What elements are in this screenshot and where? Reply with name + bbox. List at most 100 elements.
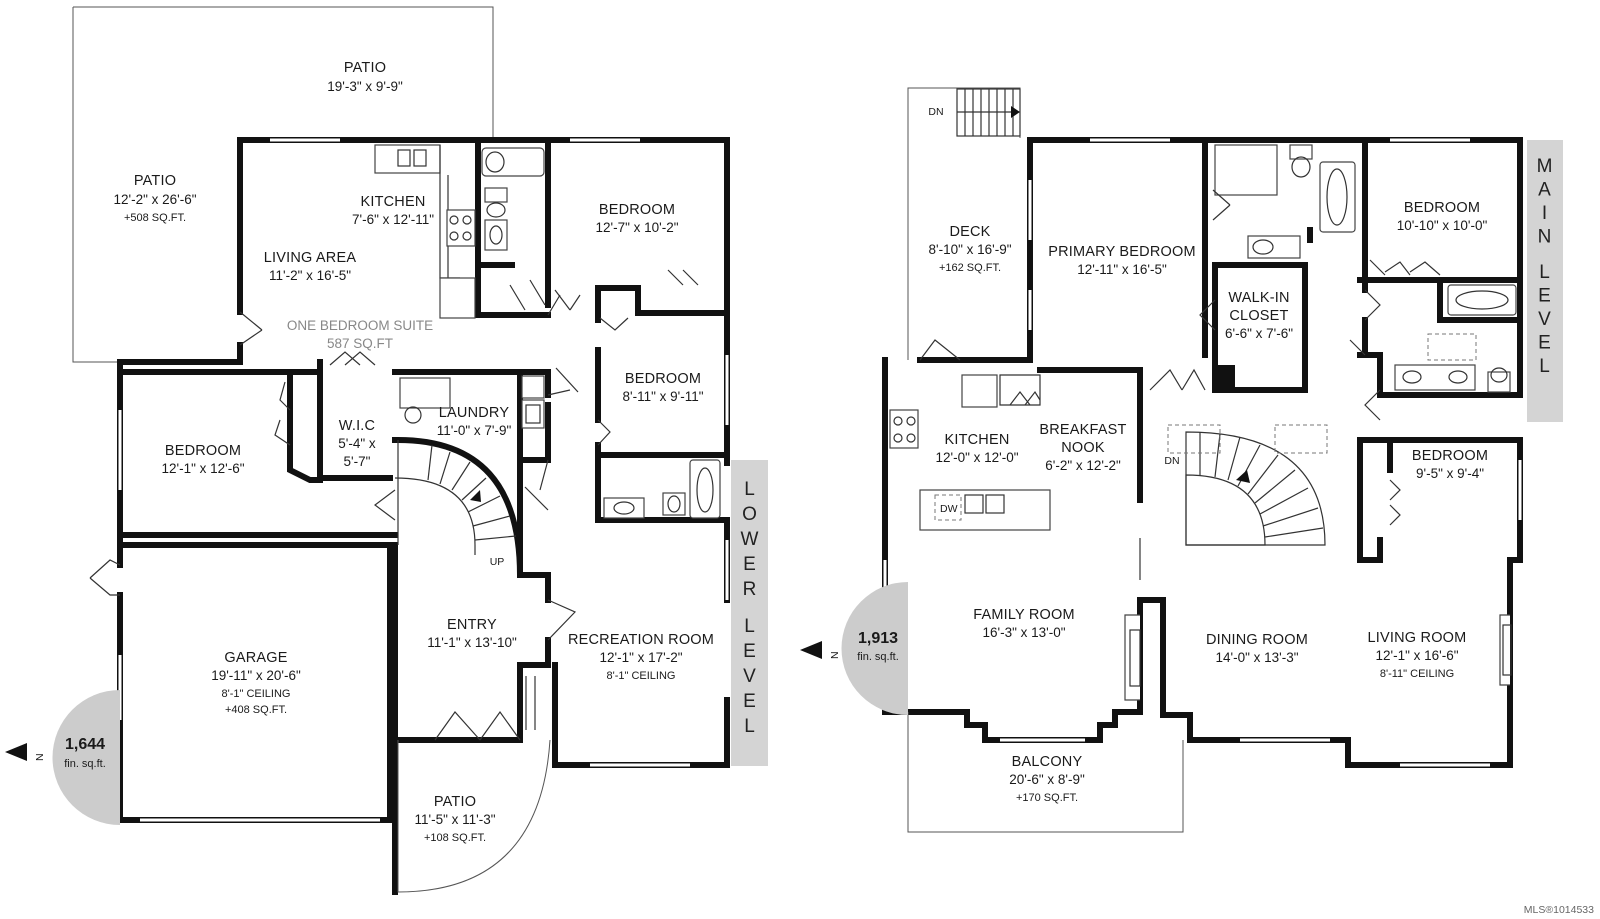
main-outer-walls (882, 137, 1523, 768)
wic-dims: 5'-4" x (338, 436, 376, 451)
laundry-name: LAUNDRY (439, 405, 510, 421)
garage-dims: 19'-11" x 20'-6" (211, 668, 301, 683)
toilet-lower (662, 492, 686, 516)
recreation-room-name: RECREATION ROOM (568, 632, 714, 648)
patio-left-name: PATIO (134, 173, 176, 189)
bedroom-3-name: BEDROOM (165, 443, 241, 459)
lower-level-letter: E (743, 554, 757, 575)
main-level-letter: N (1538, 227, 1553, 248)
entry-name: ENTRY (447, 617, 497, 633)
lower-level-banner (731, 460, 768, 766)
patio-bottom-name: PATIO (434, 794, 476, 810)
patio-top-dims: 19'-3" x 9'-9" (327, 79, 403, 94)
main-stair-arrow (1236, 470, 1250, 483)
main-compass: N 1,913 fin. sq.ft. (800, 582, 908, 715)
mls-number: MLS®1014533 (1524, 904, 1594, 916)
breakfast-nook-name: BREAKFAST (1039, 422, 1126, 438)
main-level-banner (1527, 140, 1563, 422)
lower-sqft-unit: fin. sq.ft. (64, 758, 106, 770)
main-level-letter: A (1538, 180, 1552, 201)
fireplace-family (1124, 614, 1140, 701)
lower-north-label: N (34, 753, 46, 761)
bathtub-upper-right (1447, 284, 1517, 316)
kitchen-sink (374, 144, 441, 174)
main-level-letter: I (1542, 203, 1548, 224)
bedroom-3-dims: 12'-1" x 12'-6" (161, 461, 244, 476)
interior-walls-main (1037, 137, 1523, 563)
bathtub-lower (689, 459, 721, 519)
walk-in-closet-name-2: CLOSET (1229, 308, 1288, 324)
walk-in-closet-dims: 6'-6" x 7'-6" (1225, 326, 1293, 341)
lower-level-letter: E (743, 691, 757, 712)
lower-level-letter: O (742, 504, 758, 525)
living-area-name: LIVING AREA (264, 250, 357, 266)
main-column (1215, 365, 1235, 392)
main-stair (1167, 424, 1328, 546)
suite-area: 587 SQ.FT (327, 336, 393, 351)
wic-dims-2: 5'-7" (344, 454, 371, 469)
main-level-letter: L (1539, 262, 1551, 283)
lower-level-letter: E (743, 641, 757, 662)
walk-in-closet-name: WALK-IN (1228, 290, 1289, 306)
bedroom-1-dims: 12'-7" x 10'-2" (595, 220, 678, 235)
suite-name: ONE BEDROOM SUITE (287, 318, 433, 333)
breakfast-nook-name-2: NOOK (1061, 440, 1105, 456)
deck-name: DECK (949, 224, 990, 240)
bedroom-a-name: BEDROOM (1404, 200, 1480, 216)
entry-dims: 11'-1" x 13'-10" (427, 635, 517, 650)
lower-room-labels: PATIO 19'-3" x 9'-9" PATIO 12'-2" x 26'-… (113, 60, 714, 844)
deck-dims: 8'-10" x 16'-9" (928, 242, 1011, 257)
bedroom-b-name: BEDROOM (1412, 448, 1488, 464)
main-north-arrow-icon (800, 641, 822, 659)
kitchen-island (919, 489, 1051, 531)
lower-stair-arrow (470, 490, 481, 502)
family-room-name: FAMILY ROOM (973, 607, 1075, 623)
dishwasher-label: DW (940, 503, 958, 515)
living-room-name: LIVING ROOM (1368, 630, 1467, 646)
balcony-area: +170 SQ.FT. (1016, 792, 1078, 804)
living-area-dims: 11'-2" x 16'-5" (269, 268, 351, 283)
main-compass-disc (841, 582, 908, 715)
main-room-labels: DN DECK 8'-10" x 16'-9" +162 SQ.FT. PRIM… (928, 106, 1488, 804)
patio-left-area: +508 SQ.FT. (124, 212, 186, 224)
balcony-name: BALCONY (1012, 754, 1083, 770)
patio-bottom-area: +108 SQ.FT. (424, 832, 486, 844)
recreation-room-dims: 12'-1" x 17'-2" (599, 650, 682, 665)
main-level-letter: M (1537, 156, 1554, 177)
living-room-dims: 12'-1" x 16'-6" (1375, 648, 1458, 663)
lower-level-letter: L (744, 479, 756, 500)
deck-area: +162 SQ.FT. (939, 262, 1001, 274)
living-room-ceiling: 8'-11" CEILING (1380, 668, 1454, 680)
patio-left-dims: 12'-2" x 26'-6" (113, 192, 196, 207)
lower-level-letter: V (743, 666, 757, 687)
dining-room-name: DINING ROOM (1206, 632, 1308, 648)
bedroom-b-dims: 9'-5" x 9'-4" (1416, 466, 1484, 481)
lower-stair-wall (392, 437, 524, 579)
bedroom-2-name: BEDROOM (625, 371, 701, 387)
cooktop (889, 409, 919, 449)
balcony-outline (907, 712, 1184, 833)
bathtub-suite (481, 147, 545, 177)
main-north-label: N (829, 651, 841, 659)
breakfast-nook-dims: 6'-2" x 12'-2" (1045, 458, 1121, 473)
lower-compass: N 1,644 fin. sq.ft. (5, 690, 120, 825)
lower-level-letter: W (741, 529, 760, 550)
bedroom-1-name: BEDROOM (599, 202, 675, 218)
main-level-letter: V (1538, 309, 1552, 330)
lower-level-letter: R (743, 579, 758, 600)
main-sqft-unit: fin. sq.ft. (857, 651, 899, 663)
primary-bedroom-dims: 12'-11" x 16'-5" (1077, 262, 1167, 277)
kitchen-dims: 7'-6" x 12'-11" (352, 212, 434, 227)
laundry-dims: 11'-0" x 7'-9" (437, 423, 512, 438)
bedroom-2-dims: 8'-11" x 9'-11" (622, 389, 703, 404)
kitchen-name: KITCHEN (360, 194, 425, 210)
deck-stairs (956, 88, 1021, 137)
patio-top-name: PATIO (344, 60, 386, 76)
lower-level-letter: L (744, 716, 756, 737)
main-sqft-value: 1,913 (858, 630, 898, 647)
garage-ceiling: 8'-1" CEILING (222, 688, 291, 700)
